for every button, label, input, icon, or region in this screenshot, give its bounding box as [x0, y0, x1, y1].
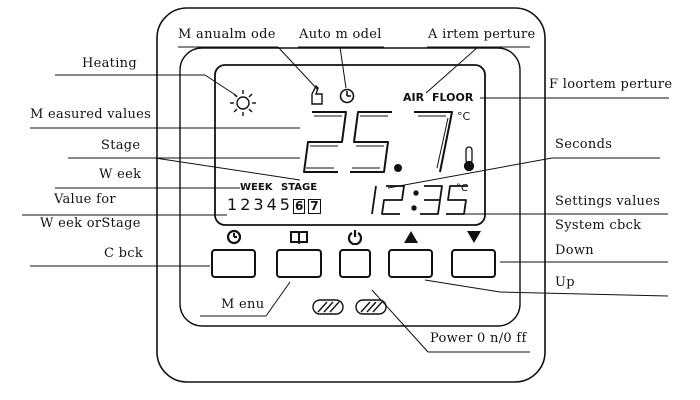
label-week: W eek — [99, 167, 142, 182]
label-seconds: Seconds — [555, 137, 613, 152]
label-measured-values: M easured values — [30, 107, 152, 122]
temperature-digits — [303, 111, 453, 173]
clock-icon — [221, 229, 247, 249]
label-heating: Heating — [82, 56, 137, 71]
day-6: 6 — [292, 199, 306, 214]
time-digits — [371, 185, 468, 215]
day-5: 5 — [279, 195, 290, 214]
label-settings-values: Settings values — [555, 194, 661, 209]
time-unit: °C — [456, 183, 468, 194]
label-value-for-2: W eek orStage — [40, 216, 141, 231]
label-menu: M enu — [221, 297, 265, 312]
vent-slots — [312, 299, 387, 315]
label-up: Up — [555, 275, 575, 290]
hand-icon — [311, 84, 323, 105]
day-4: 4 — [266, 195, 277, 214]
label-auto-mode: Auto m odel — [299, 27, 382, 42]
label-air-temperature: A irtem perture — [428, 27, 536, 42]
callout-lines — [22, 46, 669, 353]
down-arrow-icon — [461, 229, 487, 249]
clock-icon — [339, 88, 355, 104]
label-manual-mode: M anualm ode — [178, 27, 276, 42]
thermometer-icon — [463, 146, 475, 172]
day-2: 2 — [240, 195, 251, 214]
power-button[interactable] — [339, 249, 371, 278]
clock-button[interactable] — [211, 249, 256, 278]
down-button[interactable] — [451, 249, 496, 278]
label-stage: Stage — [101, 138, 141, 153]
label-floor-temperature: F loortem perture — [549, 77, 673, 92]
temp-unit: °C — [457, 110, 471, 123]
lcd-screen — [214, 64, 486, 226]
label-down: Down — [555, 243, 594, 258]
power-icon — [343, 229, 367, 249]
device-outer-frame — [156, 7, 546, 383]
stage-indicator: STAGE — [281, 182, 318, 193]
day-7: 7 — [308, 199, 321, 214]
label-power: Power 0 n/0 ff — [430, 331, 527, 346]
label-value-for-1: Value for — [54, 192, 116, 207]
floor-indicator: FLOOR — [432, 91, 474, 104]
label-system-clock: System cbck — [555, 218, 642, 233]
device-inner-frame — [179, 47, 521, 327]
label-clock: C bck — [104, 246, 144, 261]
day-1: 1 — [227, 195, 238, 214]
book-icon — [286, 229, 312, 249]
up-arrow-icon — [398, 229, 424, 249]
air-indicator: AIR — [403, 91, 425, 104]
week-indicator: WEEK — [240, 182, 273, 193]
day-3: 3 — [253, 195, 264, 214]
menu-button[interactable] — [276, 249, 322, 278]
up-button[interactable] — [388, 249, 433, 278]
